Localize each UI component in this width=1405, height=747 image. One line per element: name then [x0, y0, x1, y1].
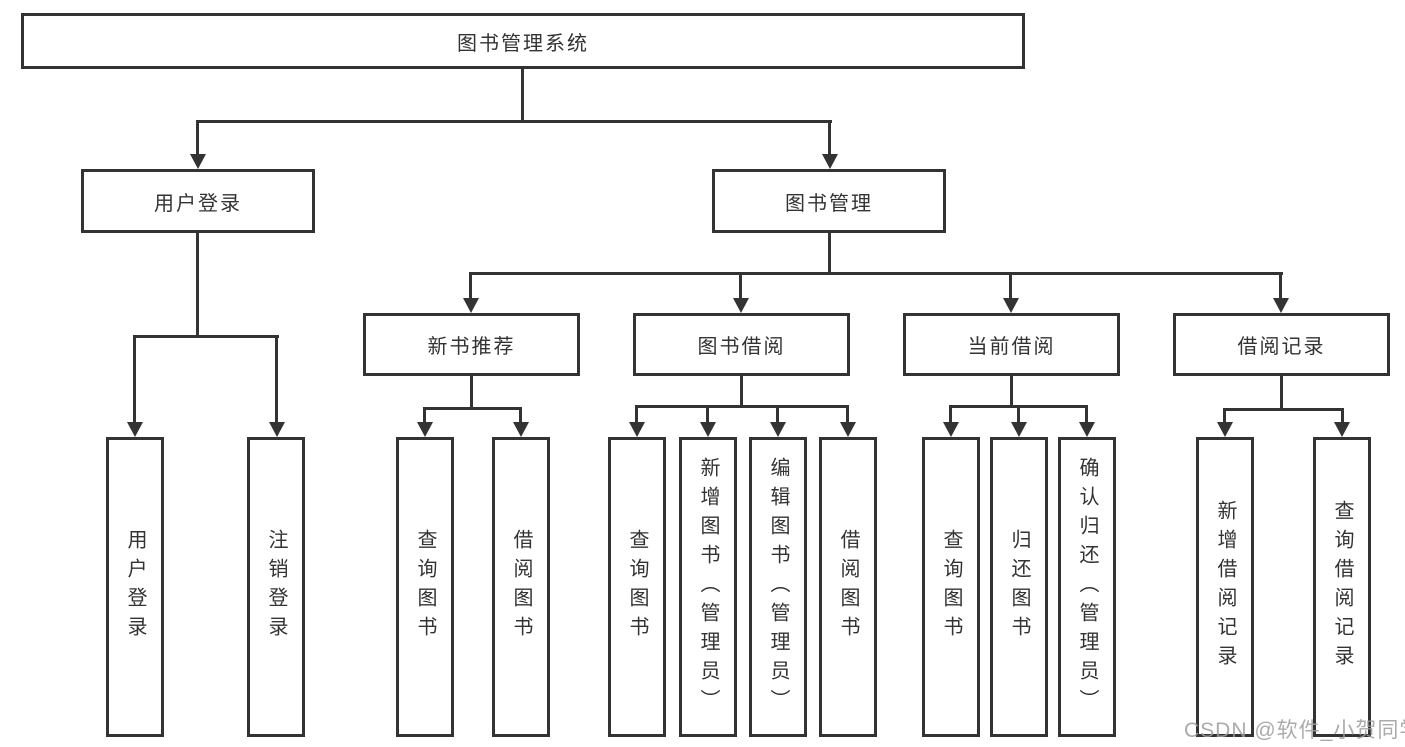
connector-line: [828, 120, 831, 157]
connector-line: [776, 405, 779, 424]
node-label: 图书管理系统: [457, 32, 589, 55]
arrowhead-down-icon: [822, 154, 838, 169]
arrowhead-down-icon: [1079, 422, 1095, 437]
node-label: 当前借阅: [967, 336, 1056, 358]
leaf-label: 新增图书（管理员）: [697, 456, 719, 718]
connector-line: [635, 405, 849, 408]
connector-line: [196, 233, 199, 336]
leaf-label: 查询图书: [940, 529, 962, 645]
watermark: CSDN @软件_小贺同学: [1184, 719, 1405, 742]
arrowhead-down-icon: [1003, 298, 1019, 313]
connector-line: [196, 120, 832, 123]
arrowhead-down-icon: [943, 422, 959, 437]
connector-line: [519, 407, 522, 424]
leaf-label: 借阅图书: [510, 529, 532, 645]
connector-line: [1017, 405, 1020, 424]
leaf-label: 新增借阅记录: [1214, 500, 1236, 674]
node-label: 图书借阅: [697, 336, 786, 358]
connector-line: [423, 407, 426, 424]
leaf-add-book-admin: 新增图书（管理员）: [679, 437, 737, 737]
connector-line: [470, 376, 473, 408]
leaf-query-book-2: 查询图书: [608, 437, 666, 737]
connector-line: [1009, 272, 1012, 302]
leaf-borrow-book-1: 借阅图书: [492, 437, 550, 737]
node-book-management: 图书管理: [712, 169, 946, 233]
leaf-label: 归还图书: [1008, 529, 1030, 645]
leaf-label: 借阅图书: [837, 529, 859, 645]
node-book-borrow: 图书借阅: [633, 313, 850, 376]
node-new-book-recommend: 新书推荐: [363, 313, 580, 376]
arrowhead-down-icon: [190, 154, 206, 169]
connector-line: [739, 272, 742, 302]
leaf-label: 查询图书: [414, 529, 436, 645]
connector-line: [1223, 408, 1226, 424]
connector-line: [1010, 376, 1013, 406]
node-library-system: 图书管理系统: [21, 13, 1025, 69]
arrowhead-down-icon: [1217, 422, 1233, 437]
leaf-borrow-book-2: 借阅图书: [819, 437, 877, 737]
leaf-label: 用户登录: [124, 529, 146, 645]
arrowhead-down-icon: [417, 422, 433, 437]
arrowhead-down-icon: [1011, 422, 1027, 437]
connector-line: [133, 335, 279, 338]
node-label: 用户登录: [154, 192, 242, 215]
connector-line: [133, 335, 136, 425]
connector-line: [706, 405, 709, 424]
leaf-query-book-1: 查询图书: [396, 437, 454, 737]
connector-line: [423, 407, 522, 410]
node-label: 借阅记录: [1237, 336, 1326, 358]
leaf-add-borrow-record: 新增借阅记录: [1196, 437, 1254, 737]
arrowhead-down-icon: [629, 422, 645, 437]
arrowhead-down-icon: [733, 298, 749, 313]
arrowhead-down-icon: [463, 298, 479, 313]
connector-line: [521, 68, 524, 121]
connector-line: [635, 405, 638, 424]
connector-line: [1223, 408, 1344, 411]
connector-line: [196, 120, 199, 157]
connector-line: [846, 405, 849, 424]
node-label: 新书推荐: [427, 336, 516, 358]
node-current-borrow: 当前借阅: [903, 313, 1120, 376]
connector-line: [828, 233, 831, 273]
connector-line: [470, 272, 1283, 275]
connector-line: [1085, 405, 1088, 424]
leaf-label: 确认归还（管理员）: [1076, 456, 1098, 718]
leaf-label: 查询图书: [626, 529, 648, 645]
connector-line: [1341, 408, 1344, 424]
leaf-confirm-return-admin: 确认归还（管理员）: [1058, 437, 1116, 737]
connector-line: [1279, 272, 1282, 302]
leaf-label: 注销登录: [265, 529, 287, 645]
arrowhead-down-icon: [770, 422, 786, 437]
node-label: 图书管理: [785, 192, 873, 215]
leaf-return-book: 归还图书: [990, 437, 1048, 737]
connector-line: [275, 335, 278, 425]
arrowhead-down-icon: [1273, 298, 1289, 313]
connector-line: [469, 272, 472, 302]
arrowhead-down-icon: [700, 422, 716, 437]
arrowhead-down-icon: [513, 422, 529, 437]
leaf-query-borrow-record: 查询借阅记录: [1313, 437, 1371, 737]
connector-line: [740, 376, 743, 406]
arrowhead-down-icon: [1334, 422, 1350, 437]
leaf-edit-book-admin: 编辑图书（管理员）: [749, 437, 807, 737]
node-user-login: 用户登录: [81, 169, 315, 233]
arrowhead-down-icon: [840, 422, 856, 437]
arrowhead-down-icon: [127, 422, 143, 437]
leaf-logout: 注销登录: [247, 437, 305, 737]
connector-line: [949, 405, 952, 424]
leaf-user-login: 用户登录: [106, 437, 164, 737]
node-borrow-record: 借阅记录: [1173, 313, 1390, 376]
arrowhead-down-icon: [269, 422, 285, 437]
leaf-query-book-3: 查询图书: [922, 437, 980, 737]
leaf-label: 编辑图书（管理员）: [767, 456, 789, 718]
connector-line: [1280, 376, 1283, 409]
leaf-label: 查询借阅记录: [1331, 500, 1353, 674]
